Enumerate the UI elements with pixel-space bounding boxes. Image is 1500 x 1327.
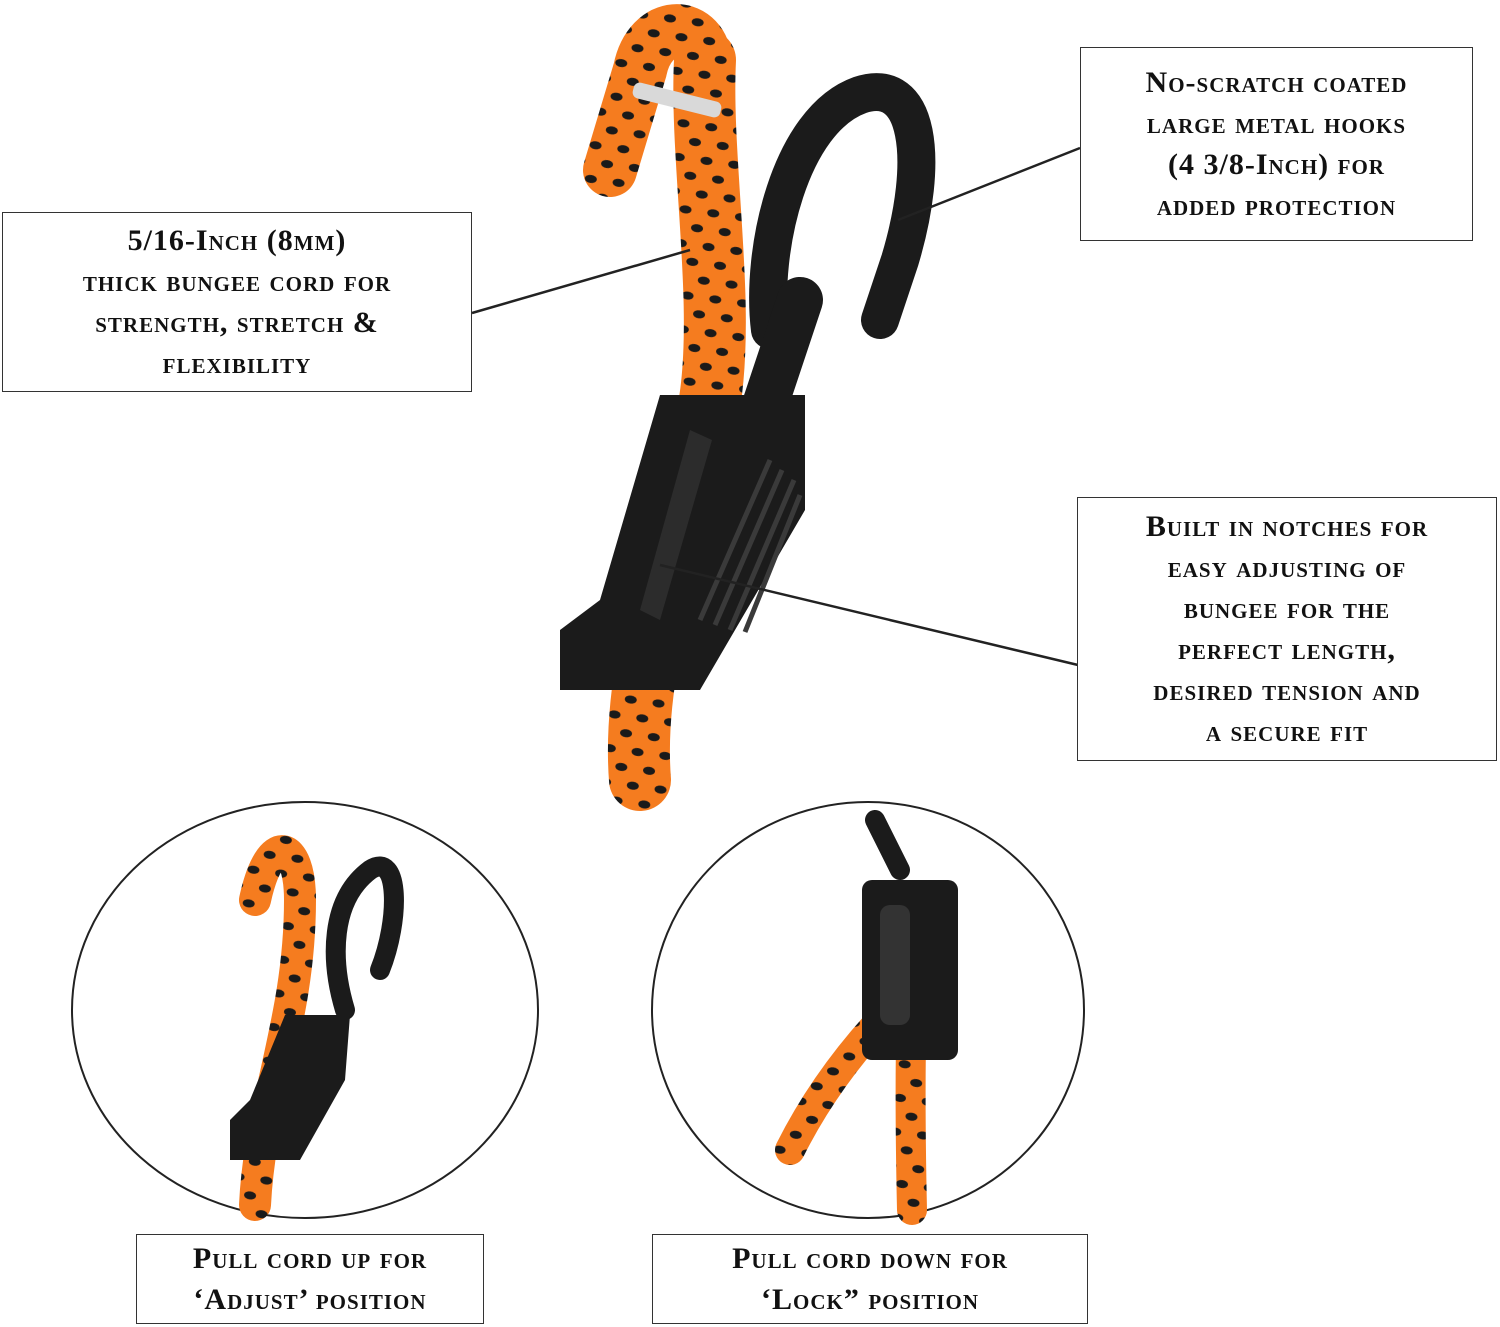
- cord-callout: 5/16-Inch (8mm) thick bungee cord for st…: [2, 212, 472, 392]
- hook-icon: [737, 73, 936, 443]
- notches-callout-line-4: perfect length,: [1178, 633, 1396, 666]
- lock-caption-line-2: ‘Lock” position: [760, 1283, 980, 1316]
- hook-callout-line-3: (4 3/8-Inch) for: [1168, 148, 1385, 181]
- cord-callout-line-1: 5/16-Inch (8mm): [127, 224, 347, 257]
- notches-callout: Built in notches for easy adjusting of b…: [1077, 497, 1497, 761]
- cord-callout-line-4: flexibility: [162, 347, 312, 380]
- cord-callout-line-2: thick bungee cord for: [82, 265, 392, 298]
- cord-callout-line-3: strength, stretch &: [95, 306, 379, 339]
- lock-caption-line-1: Pull cord down for: [732, 1242, 1008, 1275]
- notches-callout-line-1: Built in notches for: [1145, 510, 1429, 543]
- adjuster-clip-icon: [560, 395, 805, 690]
- lock-caption: Pull cord down for ‘Lock” position: [652, 1234, 1088, 1324]
- notches-callout-line-3: bungee for the: [1183, 592, 1391, 625]
- hook-callout: No-scratch coated large metal hooks (4 3…: [1080, 47, 1473, 241]
- lock-position-circle: [651, 801, 1085, 1225]
- adjust-caption: Pull cord up for ‘Adjust’ position: [136, 1234, 484, 1324]
- hook-callout-line-2: large metal hooks: [1146, 107, 1407, 140]
- notches-callout-line-5: desired tension and: [1153, 674, 1421, 707]
- leader-lines: [471, 146, 1081, 667]
- adjust-caption-line-2: ‘Adjust’ position: [193, 1283, 427, 1316]
- notches-callout-line-6: a secure fit: [1205, 715, 1369, 748]
- notches-callout-line-2: easy adjusting of: [1167, 551, 1407, 584]
- hook-callout-line-4: added protection: [1156, 189, 1397, 222]
- adjust-position-circle: [71, 801, 539, 1221]
- hook-callout-line-1: No-scratch coated: [1145, 66, 1408, 99]
- adjust-caption-line-1: Pull cord up for: [192, 1242, 428, 1275]
